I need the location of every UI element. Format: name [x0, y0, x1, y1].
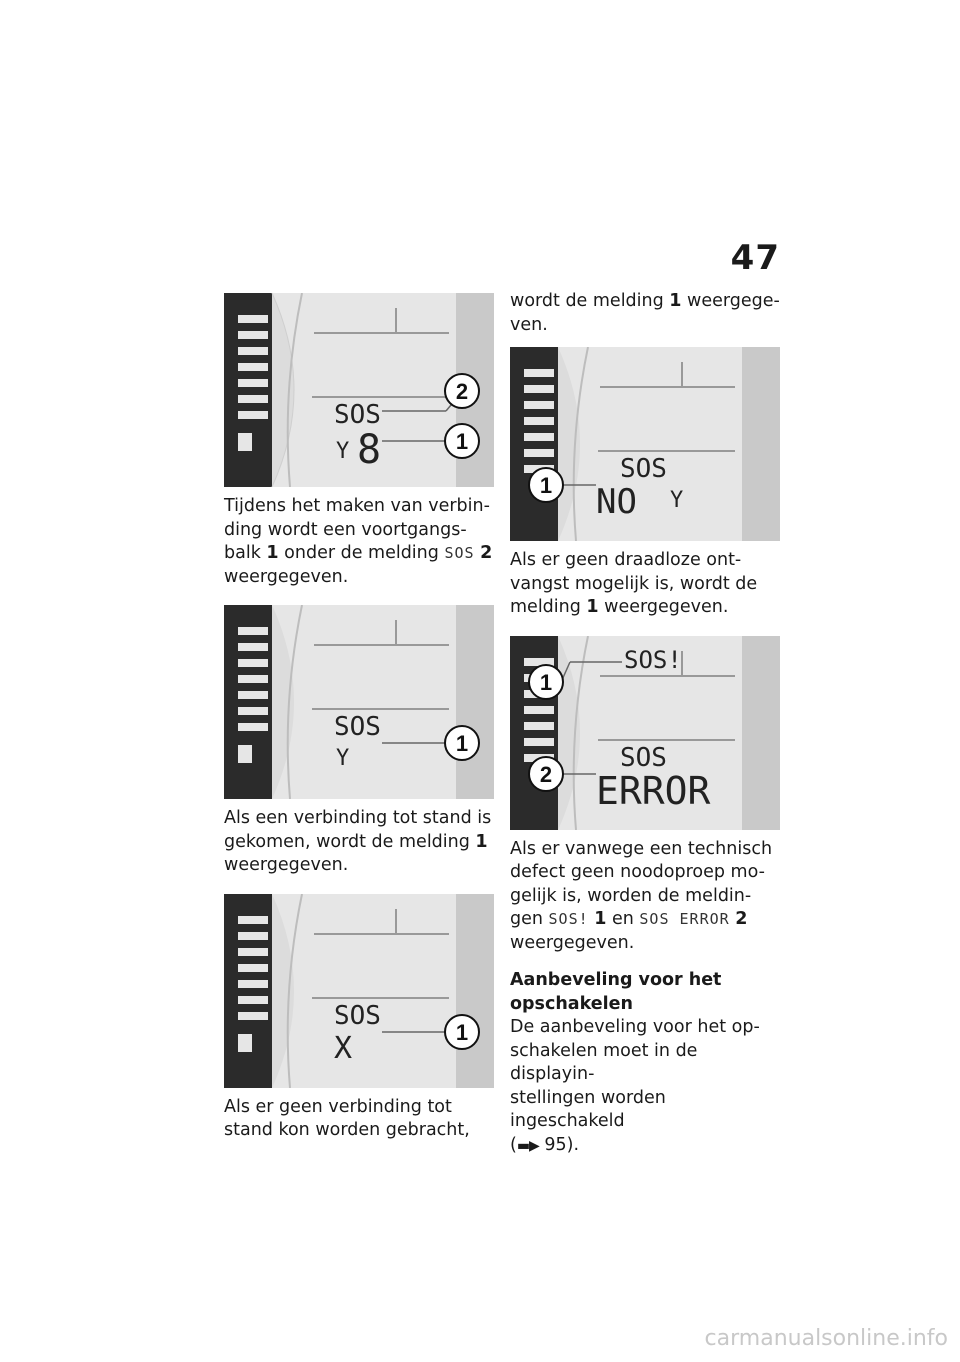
- lcd-illustration: SOS! SOS ERROR 1 2: [510, 635, 780, 830]
- antenna-icon: Y: [336, 746, 349, 771]
- code-sos: SOS: [444, 544, 475, 562]
- paragraph-failed: Als er geen verbinding tot stand kon wor…: [224, 1096, 470, 1141]
- lcd-sos-text: SOS: [334, 1001, 381, 1031]
- page-number: 47: [730, 238, 780, 278]
- page-reference-link[interactable]: 95).: [538, 1134, 580, 1155]
- fuel-icon: [238, 1033, 252, 1052]
- figure-sos-connected: SOS Y 1: [224, 605, 494, 799]
- figure-sos-failed: SOS X 1: [224, 893, 494, 1088]
- right-column: wordt de melding 1 weergege- ven. SOS NO…: [510, 290, 780, 1158]
- paragraph-failed-continued: wordt de melding 1 weergege- ven.: [510, 291, 780, 335]
- section-heading: Aanbeveling voor het opschakelen: [510, 970, 722, 1014]
- callout-1: 1: [456, 1020, 468, 1045]
- lcd-sos-text: SOS: [620, 454, 667, 484]
- figure-sos-progress: SOS 8 Y 2 1: [224, 293, 494, 487]
- page-reference-arrow-icon: ▬▶: [516, 1137, 540, 1154]
- lcd-progress-text: 8: [357, 427, 381, 473]
- lcd-illustration: SOS 8 Y 2 1: [224, 293, 494, 487]
- callout-1: 1: [540, 670, 552, 695]
- lcd-failed-text: X: [334, 1031, 352, 1066]
- fuel-icon: [238, 745, 252, 763]
- fuel-icon: [238, 433, 252, 451]
- antenna-icon: Y: [336, 439, 349, 464]
- callout-2: 2: [540, 762, 552, 787]
- callout-1: 1: [540, 473, 552, 498]
- lcd-sos-text: SOS: [334, 400, 381, 430]
- paragraph-progress: Tijdens het maken van verbin- ding wordt…: [224, 496, 493, 587]
- callout-1: 1: [456, 429, 468, 454]
- callout-2: 2: [456, 379, 468, 404]
- code-sos-error: SOS ERROR: [639, 910, 730, 928]
- left-column: SOS 8 Y 2 1 Tijdens het maken van verbin…: [224, 293, 494, 1143]
- code-sos-excl: SOS!: [548, 910, 589, 928]
- lcd-illustration: SOS Y 1: [224, 605, 494, 799]
- figure-sos-error: SOS! SOS ERROR 1 2: [510, 635, 780, 830]
- lcd-sos-excl-text: SOS!: [624, 646, 682, 674]
- paragraph-connected: Als een verbinding tot stand is gekomen,…: [224, 808, 492, 875]
- callout-1: 1: [456, 731, 468, 756]
- lcd-illustration: SOS X 1: [224, 893, 494, 1088]
- watermark: carmanualsonline.info: [704, 1326, 948, 1351]
- paragraph-shift-recommendation: De aanbeveling voor het op- schakelen mo…: [510, 1017, 760, 1155]
- antenna-icon: Y: [670, 488, 683, 513]
- lcd-sos-text: SOS: [334, 712, 381, 742]
- lcd-no-text: NO: [596, 482, 637, 522]
- lcd-illustration: SOS NO Y 1: [510, 347, 780, 541]
- figure-sos-no-signal: SOS NO Y 1: [510, 347, 780, 541]
- paragraph-error: Als er vanwege een technisch defect geen…: [510, 838, 773, 953]
- lcd-sos-text: SOS: [620, 743, 667, 773]
- paragraph-no-signal: Als er geen draadloze ont- vangst mogeli…: [510, 550, 758, 617]
- lcd-error-text: ERROR: [596, 769, 711, 813]
